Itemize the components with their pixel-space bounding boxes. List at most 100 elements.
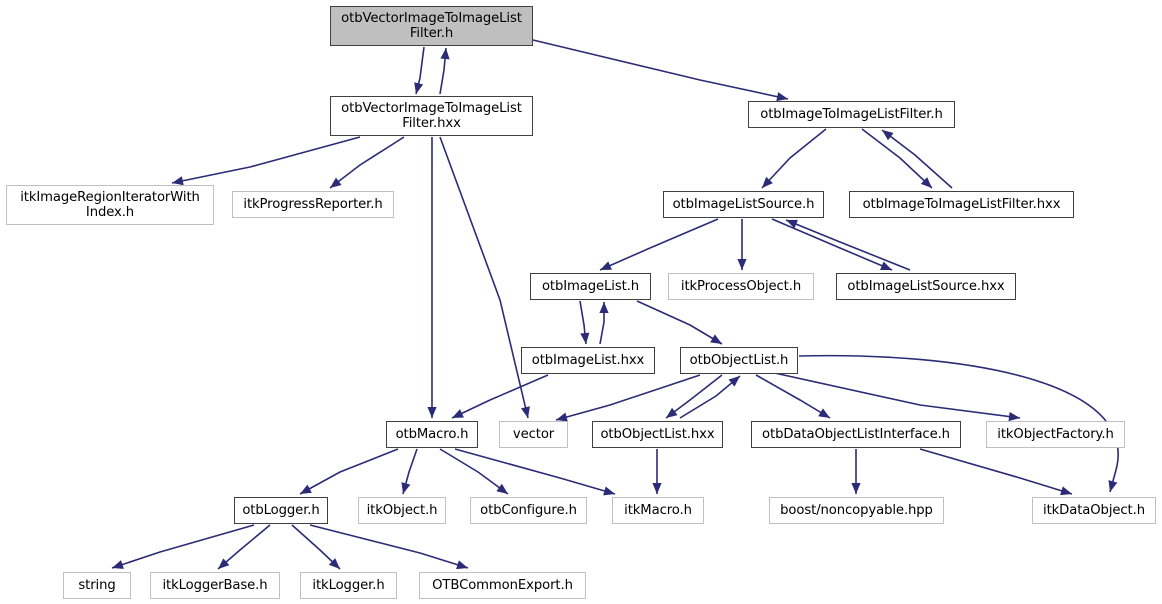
arrowhead-logger_h-to-otb_commonexport (456, 560, 468, 570)
graph-node-label: string (78, 578, 116, 593)
edge-macro_h-to-logger_h (299, 448, 399, 495)
graph-node-itk_macro[interactable]: itkMacro.h (612, 497, 704, 524)
edge-ol_h-to-vector (555, 374, 701, 421)
graph-node-itk_dataobject[interactable]: itkDataObject.h (1032, 497, 1156, 524)
graph-node-macro_h[interactable]: otbMacro.h (386, 421, 478, 448)
edge-logger_h-to-string (111, 524, 255, 569)
edge-ils_h-to-il_h (599, 218, 719, 271)
edge-root-to-itl_h (532, 39, 789, 100)
edge-dol_iface-to-itk_dataobject (919, 448, 1073, 495)
edge-vitl_hxx-to-vector (439, 136, 529, 419)
arrowhead-vitl_hxx-to-macro_h (427, 407, 437, 418)
arrowhead-root-to-itl_h (776, 92, 788, 102)
graph-node-label: otbObjectList.h (689, 353, 789, 368)
arrowhead-logger_h-to-itk_loggerbase (218, 558, 230, 569)
graph-node-label: otbObjectList.hxx (600, 427, 715, 442)
edge-itl_h-to-itl_hxx (861, 128, 933, 189)
graph-node-label: otbImageListSource.h (672, 197, 815, 212)
graph-node-label: itkObject.h (366, 503, 438, 518)
graph-node-itk_objfactory[interactable]: itkObjectFactory.h (986, 421, 1125, 448)
graph-node-otb_configure[interactable]: otbConfigure.h (470, 497, 587, 524)
graph-node-itl_hxx[interactable]: otbImageToImageListFilter.hxx (849, 191, 1074, 218)
edge-ol_h-to-dol_iface (755, 374, 831, 419)
edge-itl_h-to-ils_h (761, 128, 827, 189)
edge-vitl_hxx-to-itk_progress (329, 136, 405, 189)
graph-node-ol_hxx[interactable]: otbObjectList.hxx (592, 421, 723, 448)
graph-node-boost_noncopy[interactable]: boost/noncopyable.hpp (769, 497, 944, 524)
arrowhead-ol_h-to-vector (556, 412, 568, 422)
graph-node-label: itkImageRegionIteratorWith Index.h (20, 190, 200, 220)
graph-node-root: otbVectorImageToImageList Filter.h (330, 6, 533, 46)
arrowhead-dol_iface-to-boost_noncopy (851, 483, 861, 494)
arrowhead-ils_h-to-il_h (600, 261, 612, 270)
graph-node-itk_regionit[interactable]: itkImageRegionIteratorWith Index.h (6, 185, 214, 225)
graph-node-itk_process[interactable]: itkProcessObject.h (668, 273, 814, 300)
arrowhead-dol_iface-to-itk_dataobject (1060, 486, 1072, 496)
graph-node-otb_commonexport[interactable]: OTBCommonExport.h (419, 572, 586, 599)
arrowhead-ol_hxx-to-itk_macro (652, 483, 662, 494)
graph-node-ils_hxx[interactable]: otbImageListSource.hxx (836, 273, 1016, 300)
graph-node-label: otbLogger.h (242, 503, 320, 518)
graph-node-label: boost/noncopyable.hpp (780, 503, 933, 518)
graph-node-itk_loggerbase[interactable]: itkLoggerBase.h (150, 572, 280, 599)
arrowhead-itl_h-to-ils_h (762, 176, 773, 188)
graph-node-dol_iface[interactable]: otbDataObjectListInterface.h (751, 421, 961, 448)
arrowhead-vitl_hxx-to-itk_progress (330, 177, 342, 188)
graph-node-label: itkProcessObject.h (680, 279, 802, 294)
graph-node-string[interactable]: string (63, 572, 131, 599)
graph-node-label: itkProgressReporter.h (243, 197, 383, 212)
arrowhead-macro_h-to-itk_object (401, 482, 411, 494)
arrowhead-il_h-to-ol_h (710, 334, 722, 344)
graph-node-vitl_hxx[interactable]: otbVectorImageToImageList Filter.hxx (330, 96, 533, 136)
arrowhead-macro_h-to-itk_macro (603, 486, 615, 496)
graph-node-label: itkLogger.h (312, 578, 385, 593)
graph-node-il_hxx[interactable]: otbImageList.hxx (521, 347, 655, 374)
graph-node-label: otbImageListSource.hxx (847, 279, 1005, 294)
edge-il_h-to-ol_h (636, 300, 723, 345)
arrowhead-il_hxx-to-il_h (599, 302, 609, 313)
edge-ol_h-to-itk_objfactory (769, 371, 1021, 419)
arrowhead-vitl_hxx-to-root (440, 48, 450, 60)
arrowhead-itl_h-to-itl_hxx (920, 177, 932, 188)
graph-node-itk_progress[interactable]: itkProgressReporter.h (232, 191, 394, 218)
arrowhead-root-to-vitl_hxx (414, 82, 424, 94)
arrowhead-vitl_hxx-to-vector (520, 406, 530, 418)
arrowhead-logger_h-to-string (112, 560, 124, 569)
graph-node-il_h[interactable]: otbImageList.h (530, 273, 651, 300)
graph-node-label: itkObjectFactory.h (997, 427, 1114, 442)
edge-macro_h-to-otb_configure (439, 448, 509, 495)
graph-node-vector[interactable]: vector (499, 421, 568, 448)
graph-node-label: otbImageList.h (541, 279, 640, 294)
graph-node-ol_h[interactable]: otbObjectList.h (680, 347, 798, 374)
arrowhead-logger_h-to-itk_logger (328, 558, 340, 569)
graph-node-label: itkMacro.h (624, 503, 692, 518)
graph-node-label: vector (512, 427, 555, 442)
arrowhead-ils_h-to-itk_process (737, 259, 747, 270)
graph-node-label: otbImageToImageListFilter.hxx (862, 197, 1061, 212)
graph-node-label: itkLoggerBase.h (162, 578, 268, 593)
graph-node-itk_logger[interactable]: itkLogger.h (300, 572, 397, 599)
graph-node-label: OTBCommonExport.h (432, 578, 573, 593)
edge-il_hxx-to-macro_h (451, 374, 549, 419)
graph-node-ils_h[interactable]: otbImageListSource.h (663, 191, 824, 218)
graph-node-label: itkDataObject.h (1043, 503, 1145, 518)
arrowhead-ol_hxx-to-ol_h (728, 376, 740, 387)
graph-node-label: otbConfigure.h (480, 503, 577, 518)
graph-node-label: otbImageToImageListFilter.h (760, 107, 943, 122)
arrowhead-il_hxx-to-macro_h (452, 409, 464, 418)
graph-node-label: otbVectorImageToImageList Filter.h (341, 11, 522, 41)
arrowhead-ils_h-to-ils_hxx (880, 261, 892, 270)
edge-logger_h-to-otb_commonexport (309, 524, 469, 569)
edge-vitl_hxx-to-itk_regionit (171, 136, 361, 184)
edge-ils_h-to-ils_hxx (771, 218, 893, 271)
graph-node-logger_h[interactable]: otbLogger.h (234, 497, 328, 524)
arrowhead-itl_hxx-to-itl_h (882, 130, 894, 141)
edge-macro_h-to-itk_macro (454, 448, 616, 495)
graph-node-itk_object[interactable]: itkObject.h (358, 497, 446, 524)
arrowhead-ol_h-to-itk_objfactory (1008, 412, 1020, 422)
graph-node-itl_h[interactable]: otbImageToImageListFilter.h (748, 101, 955, 128)
graph-node-label: otbDataObjectListInterface.h (762, 427, 950, 442)
graph-node-label: otbVectorImageToImageList Filter.hxx (341, 101, 522, 131)
arrowhead-ol_h-to-dol_iface (818, 408, 830, 418)
